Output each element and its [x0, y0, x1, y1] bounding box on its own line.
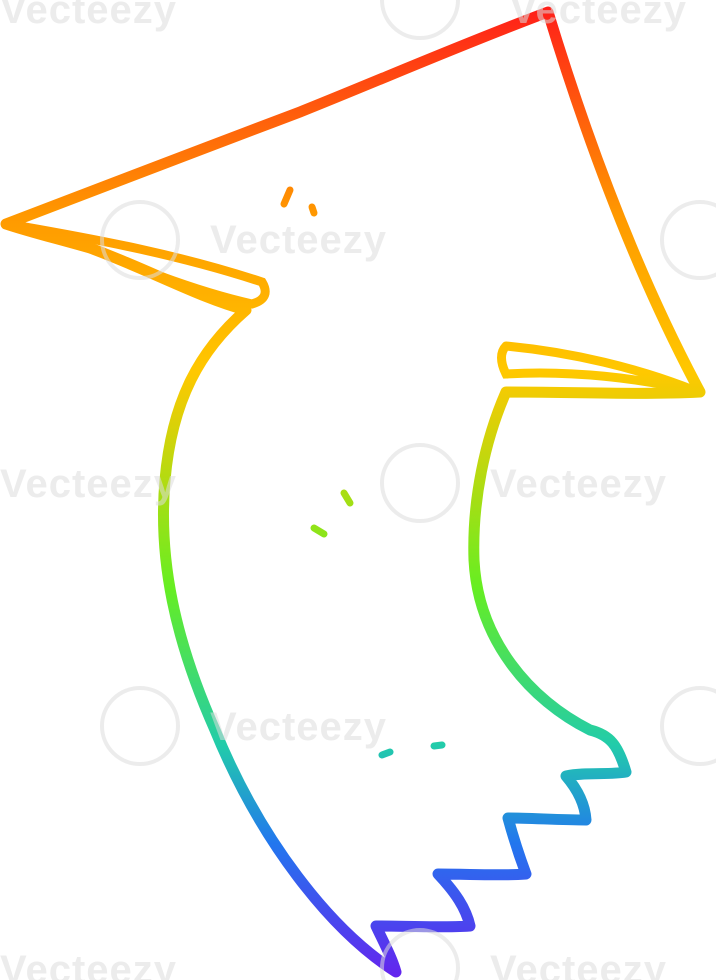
shading-mark — [310, 524, 328, 538]
shading-mark — [340, 489, 354, 507]
shading-mark — [378, 748, 394, 759]
left-barb-fold — [15, 221, 270, 309]
arrow-outline — [0, 6, 706, 978]
shading-mark — [308, 203, 318, 217]
right-barb-fold — [497, 341, 700, 397]
shading-mark — [280, 186, 294, 208]
shading-mark — [430, 741, 446, 750]
